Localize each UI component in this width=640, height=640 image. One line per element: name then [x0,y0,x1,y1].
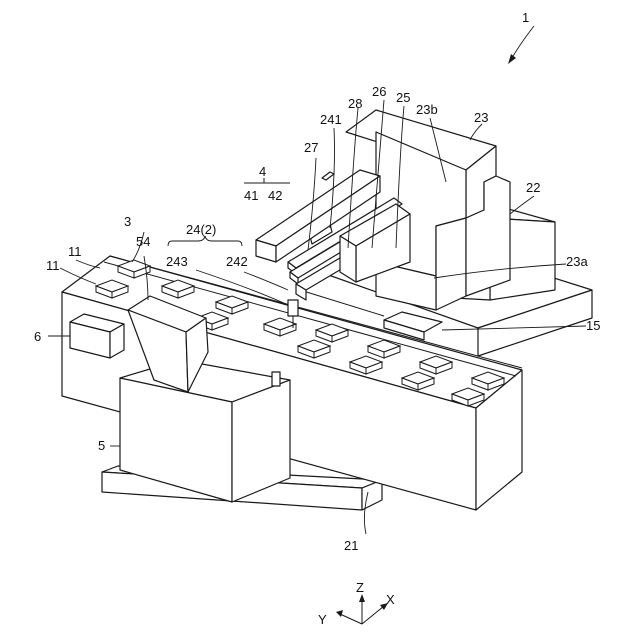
label-5: 5 [98,438,105,453]
label-21: 21 [344,538,358,553]
axis-triad: Z Y X [318,580,395,627]
label-22: 22 [526,180,540,195]
label-23b: 23b [416,102,438,117]
label-42: 42 [268,188,282,203]
label-15: 15 [586,318,600,333]
label-23a: 23a [566,254,588,269]
axis-label-z: Z [356,580,364,595]
label-23: 23 [474,110,488,125]
axis-label-x: X [386,592,395,607]
label-1: 1 [522,10,529,25]
label-26: 26 [372,84,386,99]
label-4: 4 [259,164,266,179]
axis-label-y: Y [318,612,327,627]
label-25: 25 [396,90,410,105]
label-3: 3 [124,214,131,229]
label-28: 28 [348,96,362,111]
label-54: 54 [136,234,150,249]
label-24-2: 24(2) [186,222,216,237]
label-11-left: 11 [46,258,60,273]
label-27: 27 [304,140,318,155]
label-243: 243 [166,254,188,269]
label-6: 6 [34,329,41,344]
label-242: 242 [226,254,248,269]
label-41: 41 [244,188,258,203]
label-11-top: 11 [68,244,82,259]
label-241: 241 [320,112,342,127]
